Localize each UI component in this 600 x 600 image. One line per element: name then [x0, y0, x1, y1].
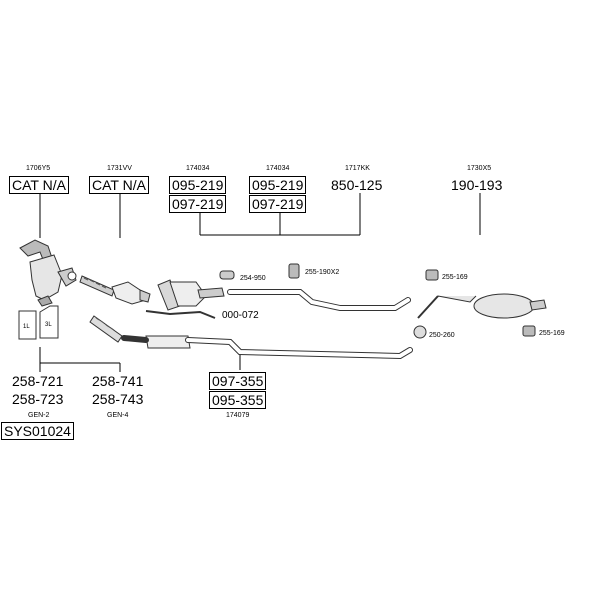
centre-silencer [145, 335, 191, 349]
additive-bottle-1l [18, 310, 37, 340]
flex-pipe-cat [79, 275, 151, 305]
code-174034-b: 174034 [266, 165, 290, 172]
catalytic-converter [157, 279, 225, 311]
part-258-743[interactable]: 258-743 [92, 391, 144, 407]
part-850-125[interactable]: 850-125 [331, 177, 383, 193]
gen-2-label: GEN-2 [28, 412, 50, 419]
label-254-950[interactable]: 254-950 [240, 275, 266, 282]
clamp-250-260 [413, 325, 427, 339]
rear-silencer [417, 293, 547, 319]
hanger-255-190x2 [288, 263, 300, 279]
system-code-box: SYS01024 [1, 422, 74, 440]
clamp-254-950 [219, 270, 235, 280]
middle-pipe-upper [227, 289, 411, 311]
part-box-097-219-b[interactable]: 097-219 [249, 195, 307, 213]
hanger-255-169-b [522, 325, 536, 337]
code-174079: 174079 [226, 412, 250, 419]
code-1730x5: 1730X5 [467, 165, 492, 172]
code-174034-a: 174034 [186, 165, 210, 172]
cat-na-box-1[interactable]: CAT N/A [9, 176, 69, 194]
part-258-741[interactable]: 258-741 [92, 373, 144, 389]
part-190-193[interactable]: 190-193 [451, 177, 503, 193]
bottle-label-3l: 3L [45, 322, 52, 328]
part-box-097-219-a[interactable]: 097-219 [169, 195, 227, 213]
label-000-072[interactable]: 000-072 [222, 310, 259, 321]
part-258-723[interactable]: 258-723 [12, 391, 64, 407]
part-258-721[interactable]: 258-721 [12, 373, 64, 389]
code-1717kk: 1717KK [345, 165, 370, 172]
code-1731vv: 1731VV [107, 165, 132, 172]
bottle-label-1l: 1L [23, 324, 30, 330]
bracket-000-072 [145, 310, 216, 319]
label-255-169-a[interactable]: 255-169 [442, 274, 468, 281]
label-255-169-b[interactable]: 255-169 [539, 330, 565, 337]
cat-na-box-2[interactable]: CAT N/A [89, 176, 149, 194]
front-pipe-flex [89, 315, 123, 343]
label-255-190x2[interactable]: 255-190X2 [305, 269, 340, 276]
label-250-260[interactable]: 250-260 [429, 332, 455, 339]
manifold-cat-1 [19, 239, 77, 307]
part-box-095-355[interactable]: 095-355 [209, 391, 267, 409]
hanger-255-169-a [425, 269, 439, 281]
part-box-095-219-b[interactable]: 095-219 [249, 176, 307, 194]
part-box-097-355[interactable]: 097-355 [209, 372, 267, 390]
additive-bottle-3l [39, 305, 59, 339]
gen-4-label: GEN-4 [107, 412, 129, 419]
part-box-095-219-a[interactable]: 095-219 [169, 176, 227, 194]
code-1706y5: 1706Y5 [26, 165, 51, 172]
